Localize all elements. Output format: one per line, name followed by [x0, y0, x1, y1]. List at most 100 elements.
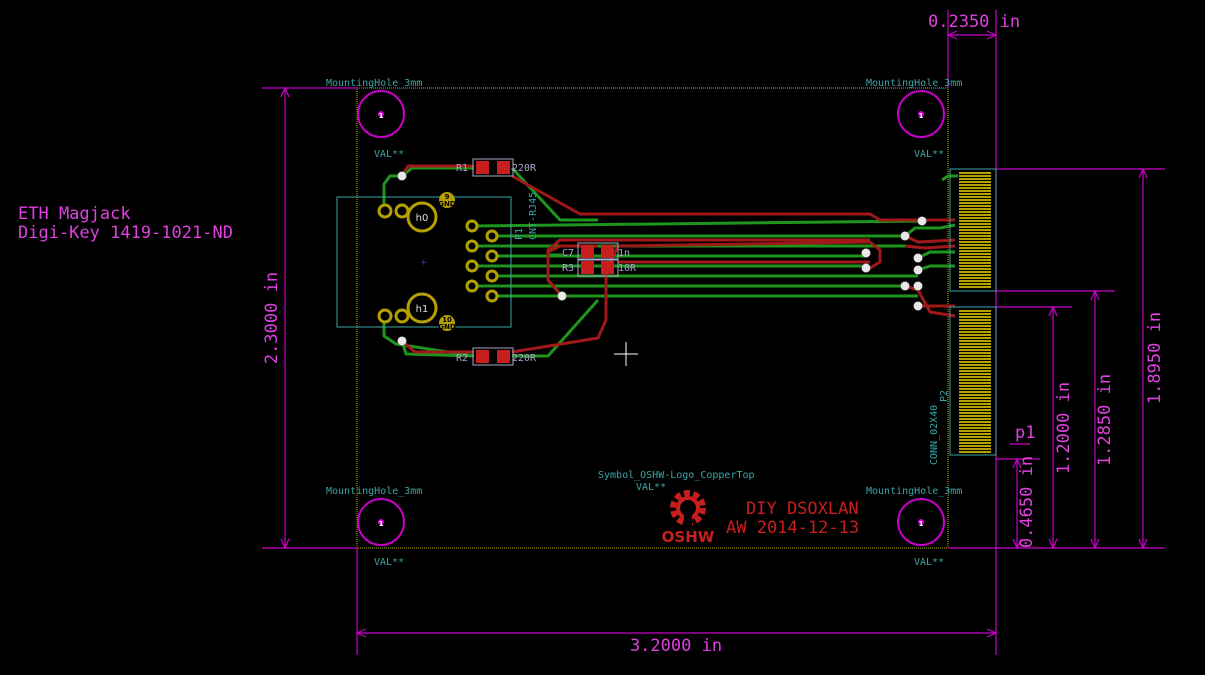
edge-finger-pad: [959, 253, 991, 255]
edge-connector-pads: [959, 172, 991, 453]
edge-finger-pad: [959, 184, 991, 186]
edge-finger-pad: [959, 424, 991, 426]
edge-finger-pad: [959, 319, 991, 321]
mh-bl-pad: 1: [379, 520, 384, 528]
mh-br-pad: 1: [919, 520, 924, 528]
edge-finger-pad: [959, 232, 991, 234]
edge-finger-pad: [959, 313, 991, 315]
marker-p1: p1: [1015, 423, 1035, 443]
edge-finger-pad: [959, 226, 991, 228]
edge-finger-pad: [959, 316, 991, 318]
dim-board-width: 3.2000 in: [630, 636, 722, 656]
edge-finger-pad: [959, 382, 991, 384]
edge-finger-pad: [959, 415, 991, 417]
edge-finger-pad: [959, 442, 991, 444]
h1-label: h1: [416, 304, 429, 315]
pad-9-gnd: GND: [438, 200, 456, 208]
edge-finger-pad: [959, 379, 991, 381]
edge-finger-pad: [959, 421, 991, 423]
edge-finger-pad: [959, 202, 991, 204]
magjack-pads: [377, 192, 499, 331]
edge-finger-pad: [959, 373, 991, 375]
edge-finger-pad: [959, 325, 991, 327]
edge-finger-pad: [959, 385, 991, 387]
r1-val: 220R: [512, 163, 537, 174]
edge-finger-pad: [959, 409, 991, 411]
r3-val: 10R: [618, 263, 637, 274]
edge-finger-pad: [959, 229, 991, 231]
edge-finger-pad: [959, 331, 991, 333]
oshw-gear-icon: [670, 490, 706, 526]
board-outline: [356, 87, 949, 549]
mh-tr-pad: 1: [919, 112, 924, 120]
edge-finger-pad: [959, 286, 991, 288]
edge-finger-pad: [959, 364, 991, 366]
anchor-marker: +: [420, 258, 428, 268]
edge-finger-pad: [959, 355, 991, 357]
edge-finger-pad: [959, 172, 991, 174]
edge-finger-pad: [959, 208, 991, 210]
edge-finger-pad: [959, 256, 991, 258]
r3-ref: R3: [562, 263, 574, 274]
edge-finger-pad: [959, 193, 991, 195]
edge-finger-pad: [959, 238, 991, 240]
edge-finger-pad: [959, 358, 991, 360]
edge-finger-pad: [959, 418, 991, 420]
edge-finger-pad: [959, 343, 991, 345]
dim-top-width: 0.2350 in: [928, 12, 1020, 32]
mh-tl-label: MountingHole_3mm: [326, 78, 422, 89]
pad-10-num: 10: [442, 316, 452, 324]
edge-finger-pad: [959, 400, 991, 402]
pad-10-gnd: GND: [438, 323, 456, 331]
edge-finger-pad: [959, 280, 991, 282]
mh-tl-pad: 1: [379, 112, 384, 120]
edge-finger-pad: [959, 427, 991, 429]
edge-finger-pad: [959, 346, 991, 348]
edge-finger-pad: [959, 439, 991, 441]
edge-finger-pad: [959, 406, 991, 408]
dim-board-height: 2.3000 in: [262, 272, 282, 364]
p1-val: CNT-RJ45: [528, 192, 539, 240]
edge-finger-pad: [959, 391, 991, 393]
edge-finger-pad: [959, 349, 991, 351]
dim-conn-height-3: 1.2000 in: [1054, 382, 1074, 474]
r2-val: 220R: [512, 353, 537, 364]
p2-ref: P2: [939, 390, 950, 402]
mh-br-val: VAL**: [914, 557, 944, 568]
edge-finger-pad: [959, 211, 991, 213]
edge-finger-pad: [959, 388, 991, 390]
edge-finger-pad: [959, 328, 991, 330]
edge-finger-pad: [959, 205, 991, 207]
r1-ref: R1: [456, 163, 468, 174]
edge-finger-pad: [959, 283, 991, 285]
edge-finger-pad: [959, 376, 991, 378]
edge-finger-pad: [959, 274, 991, 276]
vias: [397, 171, 927, 346]
dimension-lines: [262, 10, 1165, 655]
edge-finger-pad: [959, 337, 991, 339]
mh-tr-val: VAL**: [914, 149, 944, 160]
edge-finger-pad: [959, 277, 991, 279]
edge-finger-pad: [959, 397, 991, 399]
edge-finger-pad: [959, 265, 991, 267]
edge-finger-pad: [959, 310, 991, 312]
edge-finger-pad: [959, 241, 991, 243]
edge-finger-pad: [959, 178, 991, 180]
edge-finger-pad: [959, 322, 991, 324]
edge-finger-pad: [959, 259, 991, 261]
dim-conn-height-1: 1.8950 in: [1145, 312, 1165, 404]
c7-ref: C7: [562, 248, 574, 259]
edge-finger-pad: [959, 223, 991, 225]
h0-label: h0: [416, 213, 429, 224]
p2-val: CONN_02X40: [929, 405, 940, 465]
board-title: DIY DSOXLAN: [746, 499, 859, 519]
dim-conn-height-2: 1.2850 in: [1095, 374, 1115, 466]
edge-finger-pad: [959, 262, 991, 264]
edge-finger-pad: [959, 250, 991, 252]
pad-9-num: 9: [445, 193, 450, 201]
edge-finger-pad: [959, 220, 991, 222]
edge-finger-pad: [959, 175, 991, 177]
edge-finger-pad: [959, 352, 991, 354]
edge-finger-pad: [959, 334, 991, 336]
